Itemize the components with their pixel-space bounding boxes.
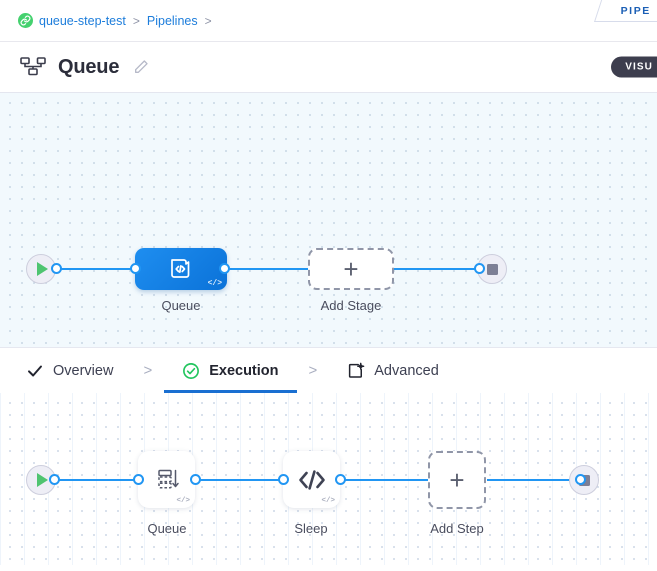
step-code-badge: </> (321, 497, 335, 505)
check-icon (26, 362, 44, 380)
step-sleep-output-port[interactable] (335, 474, 346, 485)
pipeline-tab-label: PIPE (620, 4, 651, 17)
step-code-badge: </> (176, 497, 190, 505)
step-start-output-port[interactable] (49, 474, 60, 485)
tab-overview[interactable]: Overview (22, 348, 117, 393)
wire-queue-to-sleep (195, 479, 285, 481)
step-label-sleep: Sleep (294, 521, 328, 536)
tab-advanced-label: Advanced (374, 362, 439, 379)
step-node-sleep[interactable]: </> (283, 451, 340, 508)
add-stage-button[interactable]: + (308, 248, 394, 290)
step-node-queue[interactable]: </> (138, 451, 195, 508)
stage-start-output-port[interactable] (51, 263, 62, 274)
add-stage-label: Add Stage (320, 298, 382, 313)
advanced-gear-icon (347, 362, 365, 380)
pipeline-icon (20, 56, 46, 78)
breadcrumb-link-pipelines[interactable]: Pipelines (146, 13, 198, 28)
play-icon (37, 473, 48, 487)
tab-execution[interactable]: Execution (164, 348, 297, 393)
step-sleep-input-port[interactable] (278, 474, 289, 485)
wire-sleep-to-addstep (340, 479, 435, 481)
step-canvas[interactable]: </> Queue </> Sleep + Add Step (0, 393, 657, 565)
stage-queue-input-port[interactable] (130, 263, 141, 274)
stage-code-badge: </> (207, 279, 222, 288)
plus-icon: + (343, 254, 359, 284)
tab-bar[interactable]: Overview > Execution > Advanced (0, 347, 657, 393)
breadcrumb-separator: > (132, 13, 140, 28)
play-icon (37, 262, 48, 276)
breadcrumb-link-project[interactable]: queue-step-test (39, 13, 126, 28)
wire-queue-to-addstage (224, 268, 310, 270)
tab-advanced[interactable]: Advanced (343, 348, 443, 393)
check-circle-icon (182, 362, 200, 380)
wire-start-to-queue (56, 268, 140, 270)
step-queue-input-port[interactable] (133, 474, 144, 485)
step-label-queue: Queue (147, 521, 187, 536)
breadcrumb: queue-step-test > Pipelines > (18, 13, 213, 28)
stage-end-input-port[interactable] (474, 263, 485, 274)
link-circle-icon (18, 13, 33, 28)
tab-execution-label: Execution (209, 362, 279, 379)
stage-canvas[interactable]: </> Queue + Add Stage (0, 93, 657, 347)
visual-mode-badge[interactable]: VISU (611, 56, 657, 78)
pencil-icon[interactable] (133, 59, 149, 75)
add-step-button[interactable]: + (428, 451, 486, 509)
breadcrumb-separator: > (204, 13, 212, 28)
wire-addstep-to-end (487, 479, 579, 481)
step-queue-output-port[interactable] (190, 474, 201, 485)
tab-separator: > (143, 362, 153, 379)
tab-separator: > (308, 362, 318, 379)
top-bar: queue-step-test > Pipelines > PIPE (0, 0, 657, 42)
wire-start-to-queue-step (50, 479, 140, 481)
plus-icon: + (449, 465, 465, 495)
tab-overview-label: Overview (53, 362, 114, 379)
wire-addstage-to-end (392, 268, 482, 270)
stage-node-queue[interactable]: </> (135, 248, 227, 290)
stop-icon (486, 263, 498, 275)
add-step-label: Add Step (430, 521, 484, 536)
stage-label-queue: Queue (161, 298, 201, 313)
page-header: Queue VISU (0, 42, 657, 93)
page-title: Queue (58, 55, 120, 78)
pipeline-tab[interactable]: PIPE (593, 0, 657, 22)
step-end-input-port[interactable] (575, 474, 586, 485)
stage-queue-output-port[interactable] (219, 263, 230, 274)
